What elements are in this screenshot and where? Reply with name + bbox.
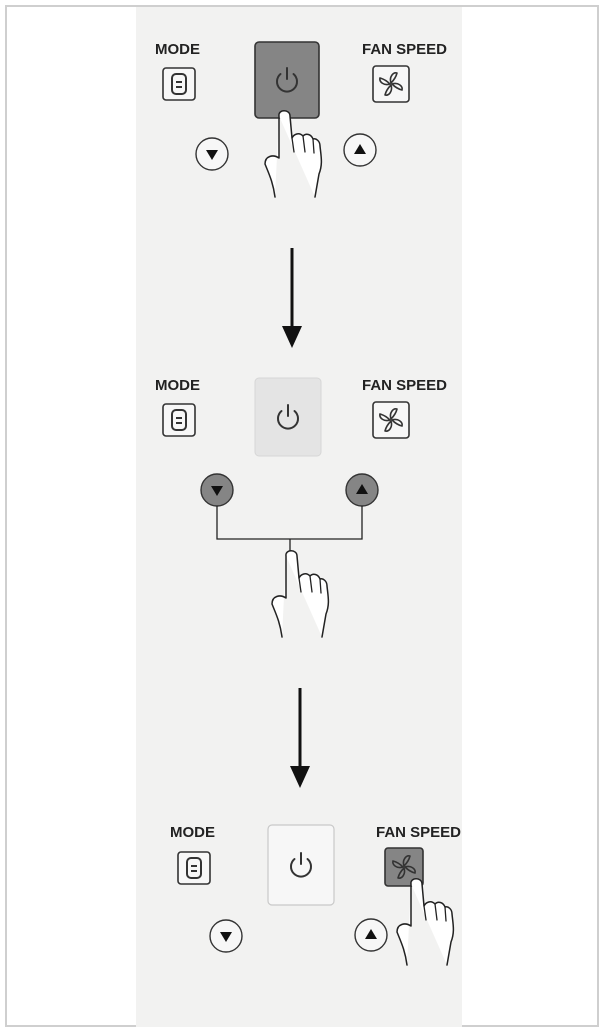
up-arrow-icon: [355, 919, 387, 951]
up-button[interactable]: [344, 134, 376, 166]
step-1-panel: MODE FAN SPEED: [155, 41, 447, 197]
fan-speed-label: FAN SPEED: [362, 41, 447, 58]
down-button[interactable]: [196, 138, 228, 170]
down-button[interactable]: [201, 474, 233, 506]
fan-speed-button[interactable]: [373, 402, 409, 438]
pointing-hand-icon: [272, 551, 328, 637]
simultaneous-press-bracket: [217, 506, 362, 552]
power-button[interactable]: [255, 378, 321, 456]
mode-label: MODE: [155, 41, 200, 58]
mode-button[interactable]: [178, 852, 210, 884]
mode-icon: [163, 404, 195, 436]
fan-speed-label: FAN SPEED: [376, 824, 461, 841]
up-button[interactable]: [346, 474, 378, 506]
mode-icon: [163, 68, 195, 100]
flow-arrow-1: [282, 248, 302, 348]
flow-arrow-2: [290, 688, 310, 788]
down-arrow-icon: [201, 474, 233, 506]
power-button[interactable]: [255, 42, 319, 118]
mode-label: MODE: [155, 377, 200, 394]
down-arrow-icon: [196, 138, 228, 170]
down-arrow-icon: [210, 920, 242, 952]
mode-button[interactable]: [163, 404, 195, 436]
fan-speed-label: FAN SPEED: [362, 377, 447, 394]
step-3-panel: MODE FAN SPEED: [170, 824, 461, 965]
up-arrow-icon: [344, 134, 376, 166]
pointing-hand-icon: [397, 879, 453, 965]
pointing-hand-icon: [265, 111, 321, 197]
step-2-panel: MODE FAN SPEED: [155, 377, 447, 637]
fan-speed-button[interactable]: [373, 66, 409, 102]
down-button[interactable]: [210, 920, 242, 952]
mode-button[interactable]: [163, 68, 195, 100]
mode-label: MODE: [170, 824, 215, 841]
mode-icon: [178, 852, 210, 884]
power-button[interactable]: [268, 825, 334, 905]
up-arrow-icon: [346, 474, 378, 506]
up-button[interactable]: [355, 919, 387, 951]
